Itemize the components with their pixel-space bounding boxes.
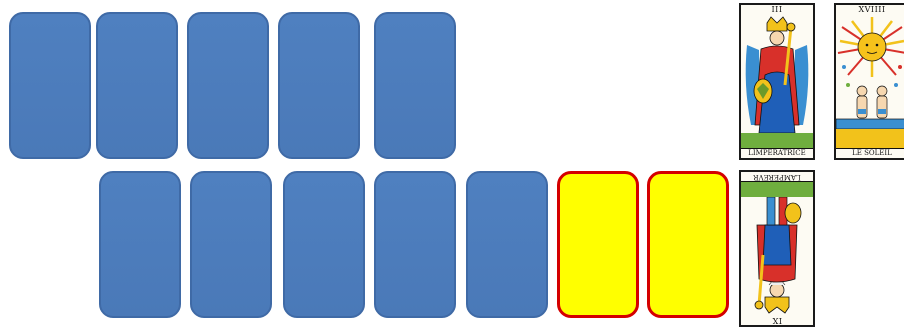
- card-name: LIMPERATRICE: [741, 148, 813, 158]
- emperor-card-icon: [741, 172, 813, 325]
- card-back-bottom-1[interactable]: [99, 171, 181, 318]
- card-back-top-1[interactable]: [9, 12, 91, 159]
- card-back-top-4[interactable]: [278, 12, 360, 159]
- card-back-top-5[interactable]: [374, 12, 456, 159]
- sun-card-icon: [836, 5, 904, 158]
- selected-card-slot-2[interactable]: [647, 171, 729, 318]
- card-numeral: III: [741, 5, 813, 14]
- card-back-top-2[interactable]: [96, 12, 178, 159]
- card-numeral: XVIIII: [836, 5, 904, 14]
- card-numeral: IX: [741, 316, 813, 325]
- tarot-card-emperor-reversed[interactable]: IX LAMPEREVR: [739, 170, 815, 327]
- card-back-bottom-3[interactable]: [283, 171, 365, 318]
- tarot-card-sun[interactable]: XVIIII LE SOLEIL: [834, 3, 904, 160]
- card-name: LAMPEREVR: [741, 172, 813, 182]
- card-back-top-3[interactable]: [187, 12, 269, 159]
- card-back-bottom-4[interactable]: [374, 171, 456, 318]
- tarot-card-empress[interactable]: III LIMPERATRICE: [739, 3, 815, 160]
- empress-card-icon: [741, 5, 813, 158]
- selected-card-slot-1[interactable]: [557, 171, 639, 318]
- card-back-bottom-2[interactable]: [190, 171, 272, 318]
- card-name: LE SOLEIL: [836, 148, 904, 158]
- card-back-bottom-5[interactable]: [466, 171, 548, 318]
